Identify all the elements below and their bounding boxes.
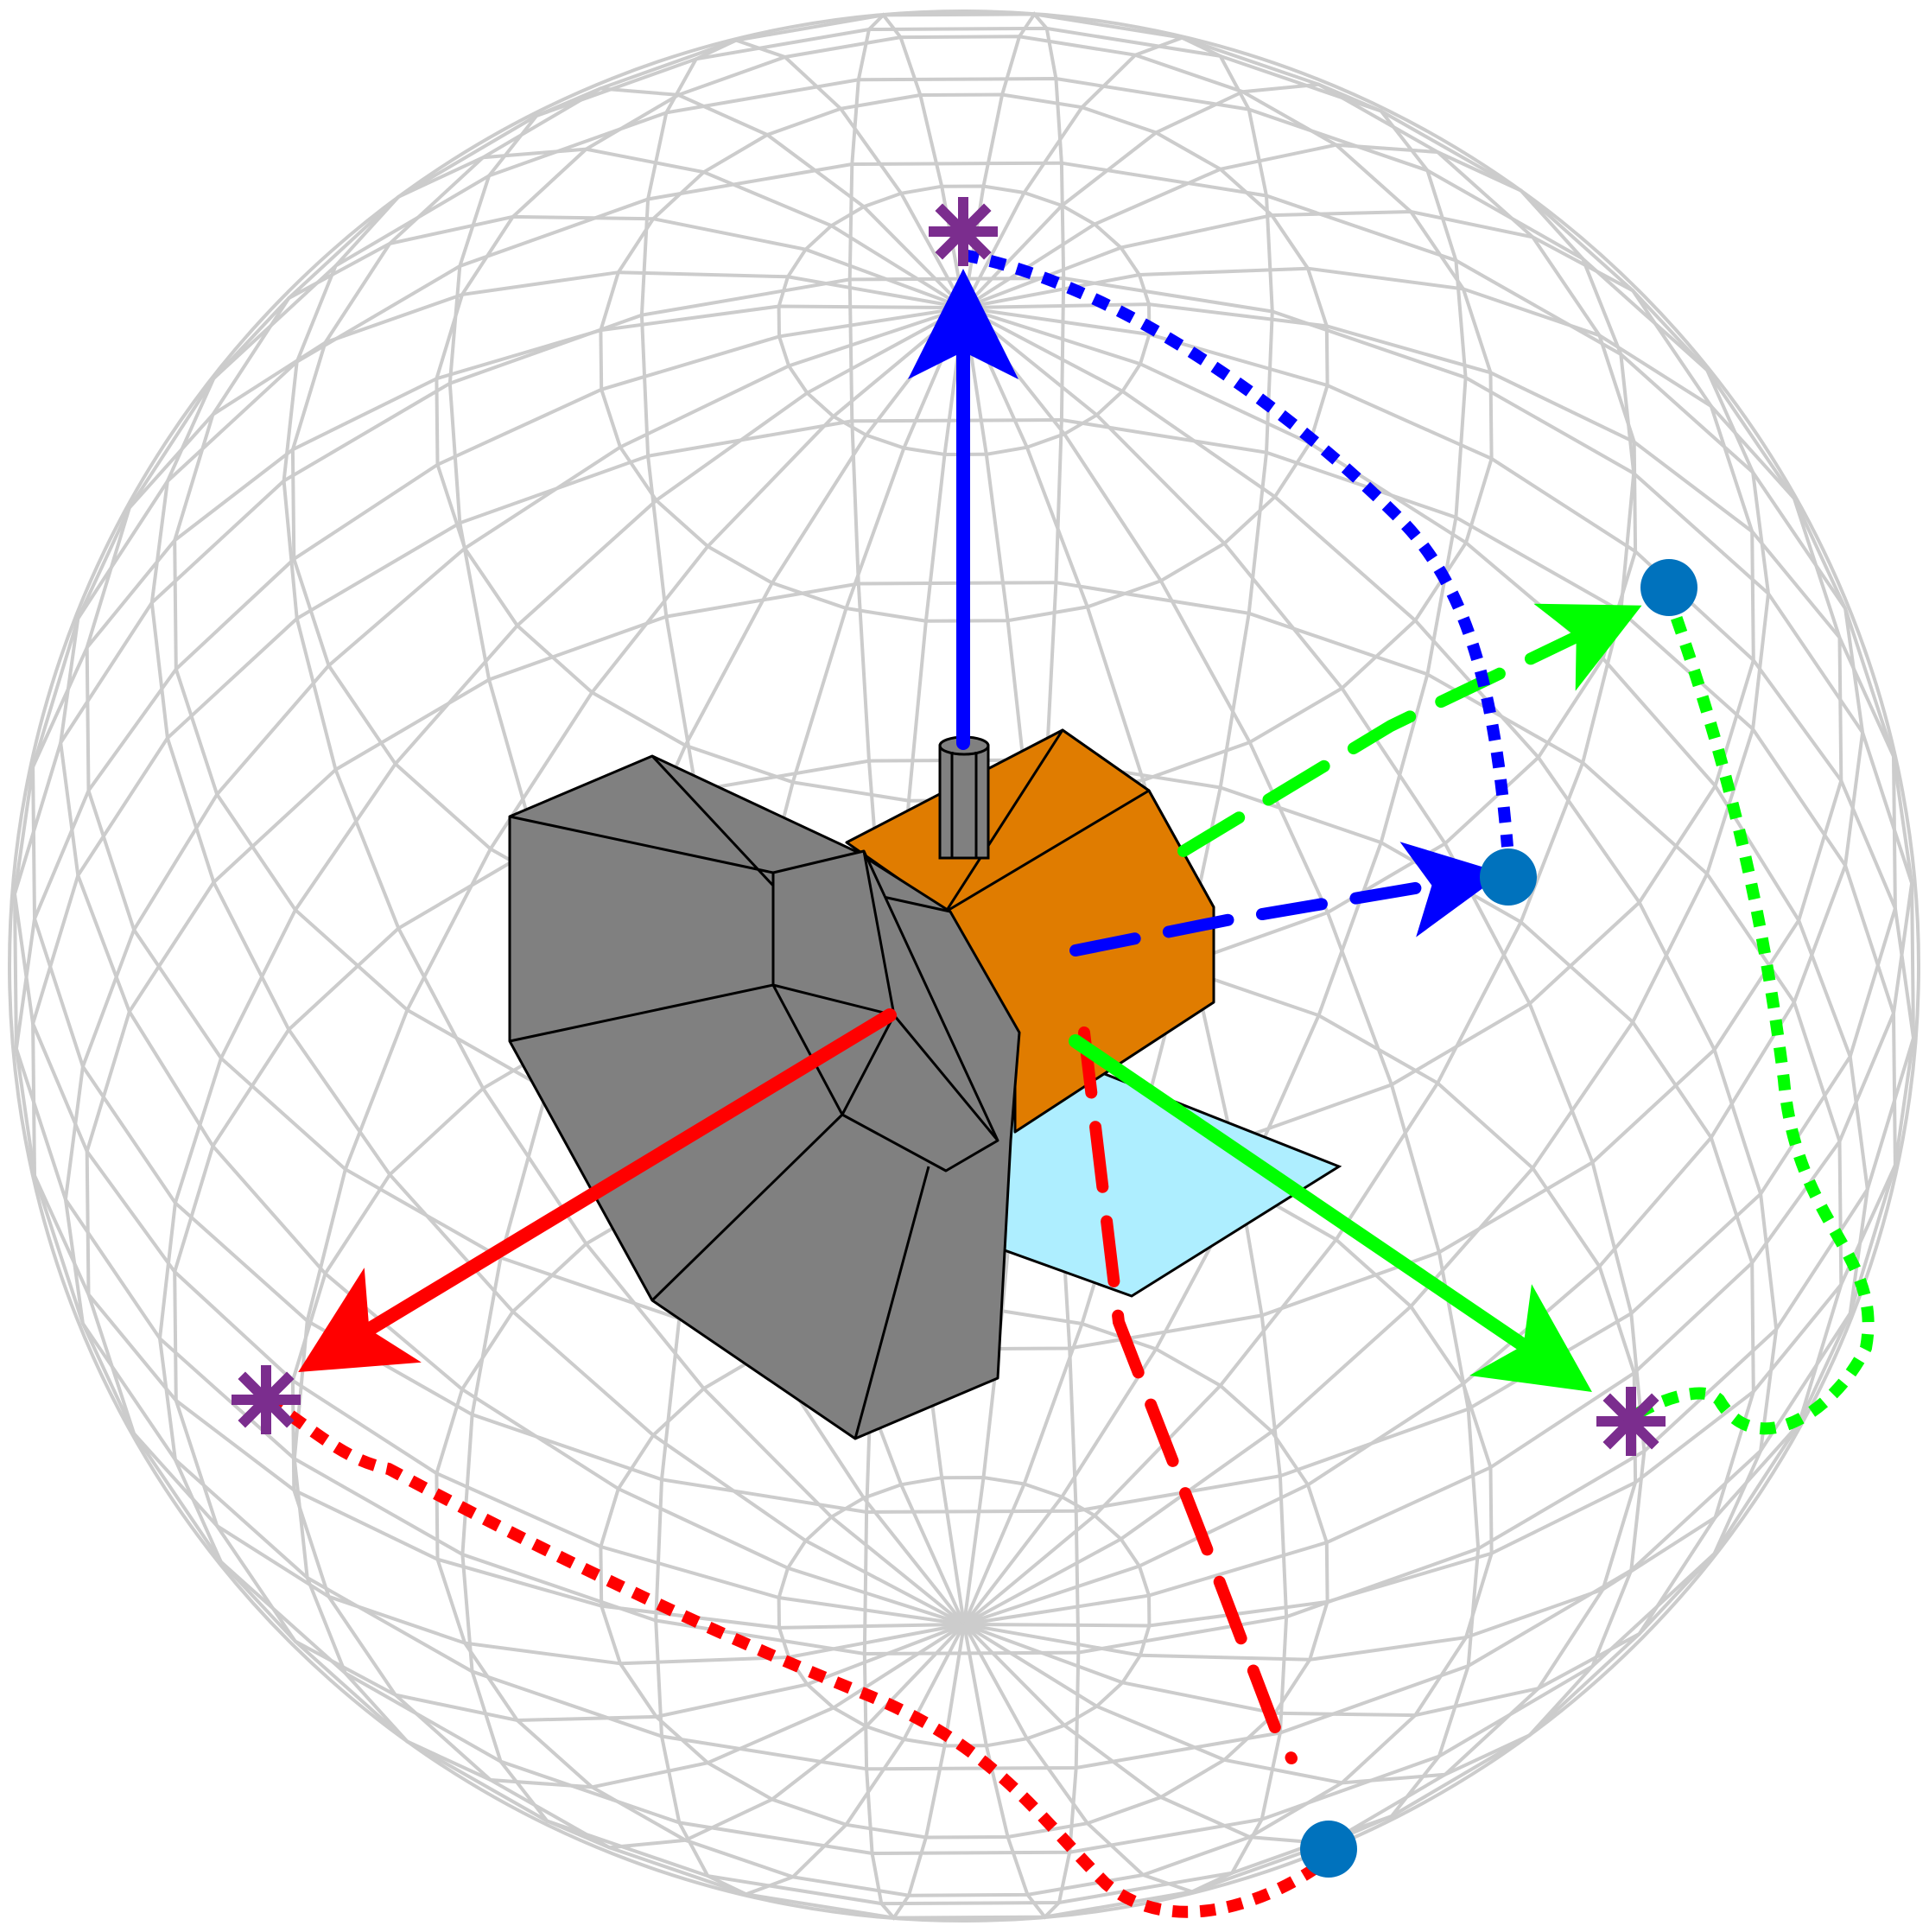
sphere-longitude-line [963, 306, 1916, 1628]
z-projection-dashed [1069, 842, 1504, 956]
x-dotted-arc [264, 1395, 1335, 1918]
sphere-longitude-line [59, 270, 965, 1626]
sphere-longitude-line [157, 306, 965, 1723]
circle-marker-icon [1480, 848, 1537, 906]
antenna-mast [938, 735, 990, 860]
sphere-longitude-line [962, 306, 1647, 1785]
x-axis-arrow [298, 1008, 897, 1373]
sphere-longitude-line [12, 304, 965, 1626]
sphere-longitude-line [292, 306, 966, 1789]
y-axis-arrow [1069, 1034, 1592, 1392]
body-axes [298, 269, 1592, 1392]
sphere-longitude-line [962, 143, 1636, 1626]
sphere-longitude-line [962, 306, 1481, 1846]
sphere-longitude-line [63, 306, 965, 1666]
markers [232, 197, 1697, 1878]
asterisk-marker-icon [1596, 1387, 1666, 1456]
sphere-longitude-line [460, 306, 966, 1850]
sphere-longitude-line [282, 147, 966, 1626]
spacecraft-bus [845, 728, 1215, 1134]
sphere-longitude-line [963, 306, 1779, 1718]
asterisk-marker-icon [929, 197, 998, 266]
y-projection-dashed [1177, 603, 1642, 857]
sphere-longitude-line [654, 307, 966, 1897]
projection-lines [1069, 603, 1642, 1764]
circle-marker-icon [1640, 559, 1697, 616]
x-projection-dashed [1078, 1026, 1298, 1764]
sphere-longitude-line [963, 266, 1865, 1626]
sphere-longitude-line [963, 306, 1869, 1662]
z-dotted-arc [961, 249, 1513, 848]
sphere-longitude-line [149, 214, 965, 1626]
sphere-longitude-line [962, 307, 1289, 1894]
y-dotted-arc [1628, 589, 1875, 1435]
sphere-longitude-line [14, 306, 965, 1630]
sphere-longitude-line [963, 302, 1914, 1626]
sphere-outline [8, 10, 1920, 1922]
sphere-longitude-line [962, 307, 1081, 1920]
dotted-arcs [264, 249, 1875, 1918]
circle-marker-icon [1300, 1821, 1357, 1878]
sphere-longitude-line [963, 209, 1771, 1626]
sphere-longitude-line [862, 307, 966, 1921]
wireframe-sphere [8, 10, 1920, 1922]
asterisk-marker-icon [232, 1365, 301, 1434]
